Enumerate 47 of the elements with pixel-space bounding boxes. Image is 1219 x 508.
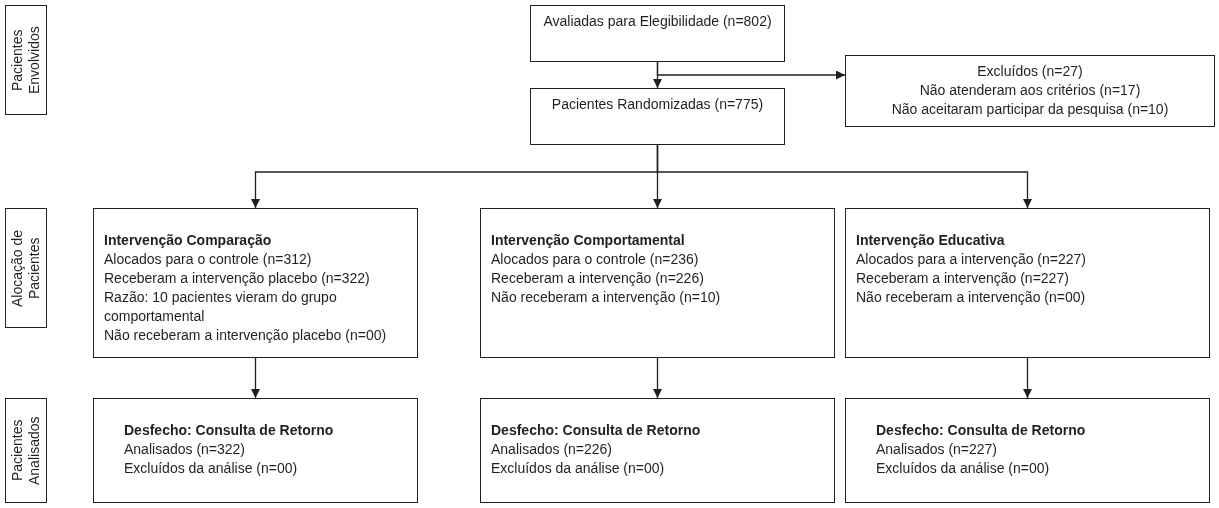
- arrow: [656, 61, 846, 80]
- arrow: [1023, 357, 1032, 399]
- flow-box: [480, 208, 835, 358]
- arrow: [656, 144, 1032, 209]
- box-text: Alocados para o controle (n=236): [491, 250, 699, 269]
- box-heading: Intervenção Educativa: [856, 231, 1005, 250]
- stage-label-box: [5, 5, 47, 115]
- stage-label-box: [5, 398, 47, 503]
- box-text: Receberam a intervenção (n=226): [491, 269, 704, 288]
- box-text: Receberam a intervenção (n=227): [856, 269, 1069, 288]
- box-heading: Desfecho: Consulta de Retorno: [876, 421, 1086, 440]
- flow-box: [480, 398, 835, 503]
- flow-box: [845, 55, 1215, 127]
- arrow: [653, 357, 662, 399]
- box-heading: Intervenção Comportamental: [491, 231, 685, 250]
- box-text: Razão: 10 pacientes vieram do grupo comportamental: [104, 288, 338, 326]
- box-text: Excluídos (n=27): [977, 62, 1083, 81]
- flow-box: [530, 5, 785, 62]
- box-text: Avaliadas para Elegibilidade (n=802): [543, 12, 772, 31]
- box-text: Excluídos da análise (n=00): [876, 459, 1050, 478]
- stage-label: Pacientes Envolvidos: [9, 25, 43, 96]
- flow-box: [93, 208, 418, 358]
- box-text: Alocados para o controle (n=312): [104, 250, 312, 269]
- box-text: Pacientes Randomizadas (n=775): [551, 95, 764, 114]
- stage-label: Alocação de Pacientes: [9, 228, 43, 309]
- arrow: [251, 357, 260, 399]
- box-text: Analisados (n=227): [876, 440, 998, 459]
- box-text: Receberam a intervenção placebo (n=322): [104, 269, 370, 288]
- box-text: Excluídos da análise (n=00): [124, 459, 298, 478]
- box-text: Não receberam a intervenção placebo (n=00): [104, 326, 387, 345]
- box-text: Não receberam a intervenção (n=00): [856, 288, 1086, 307]
- box-text: Alocados para a intervenção (n=227): [856, 250, 1086, 269]
- box-heading: Desfecho: Consulta de Retorno: [491, 421, 701, 440]
- stage-label: Pacientes Analisados: [9, 415, 43, 487]
- box-text: Não aceitaram participar da pesquisa (n=10): [891, 100, 1169, 119]
- flow-box: [530, 88, 785, 145]
- box-text: Não atenderam aos critérios (n=17): [919, 81, 1141, 100]
- box-text: Não receberam a intervenção (n=10): [491, 288, 721, 307]
- box-text: Analisados (n=226): [491, 440, 613, 459]
- box-text: Excluídos da análise (n=00): [491, 459, 665, 478]
- flow-box: [93, 398, 418, 503]
- flow-box: [845, 398, 1210, 503]
- stage-label-box: [5, 208, 47, 328]
- box-text: Analisados (n=322): [124, 440, 246, 459]
- box-heading: Intervenção Comparação: [104, 231, 272, 250]
- flow-box: [845, 208, 1210, 358]
- box-heading: Desfecho: Consulta de Retorno: [124, 421, 334, 440]
